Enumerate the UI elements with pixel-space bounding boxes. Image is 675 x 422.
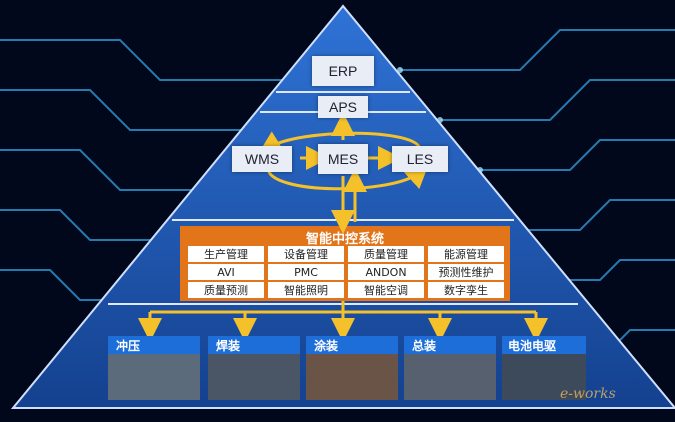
mes-box: MES bbox=[318, 144, 368, 174]
workshop-label-assembly: 总装 bbox=[412, 339, 437, 353]
flow-arrows bbox=[138, 112, 548, 342]
les-box: LES bbox=[392, 146, 448, 172]
workshop-photos bbox=[108, 336, 586, 400]
control-system-title: 智能中控系统 bbox=[305, 232, 384, 247]
wms-box: WMS bbox=[232, 146, 292, 172]
workshop-label-stamping: 冲压 bbox=[116, 339, 141, 353]
workshop-label-welding: 焊装 bbox=[216, 339, 241, 353]
watermark-logo: e-works bbox=[560, 386, 616, 402]
grid-cell: 质量预测 bbox=[188, 282, 264, 298]
workshop-label-battery: 电池电驱 bbox=[508, 339, 557, 353]
circuit-background bbox=[0, 29, 675, 351]
grid-cell: 生产管理 bbox=[188, 246, 264, 262]
grid-cell: PMC bbox=[268, 264, 344, 280]
grid-cell: 预测性维护 bbox=[428, 264, 504, 280]
grid-cell: 数字孪生 bbox=[428, 282, 504, 298]
grid-cell: 智能照明 bbox=[268, 282, 344, 298]
grid-cell: ANDON bbox=[348, 264, 424, 280]
grid-cell: 能源管理 bbox=[428, 246, 504, 262]
erp-box: ERP bbox=[312, 56, 374, 86]
grid-cell: 设备管理 bbox=[268, 246, 344, 262]
workshop-label-painting: 涂装 bbox=[314, 339, 339, 353]
grid-cell: AVI bbox=[188, 264, 264, 280]
grid-cell: 质量管理 bbox=[348, 246, 424, 262]
grid-cell: 智能空调 bbox=[348, 282, 424, 298]
aps-box: APS bbox=[318, 96, 368, 118]
